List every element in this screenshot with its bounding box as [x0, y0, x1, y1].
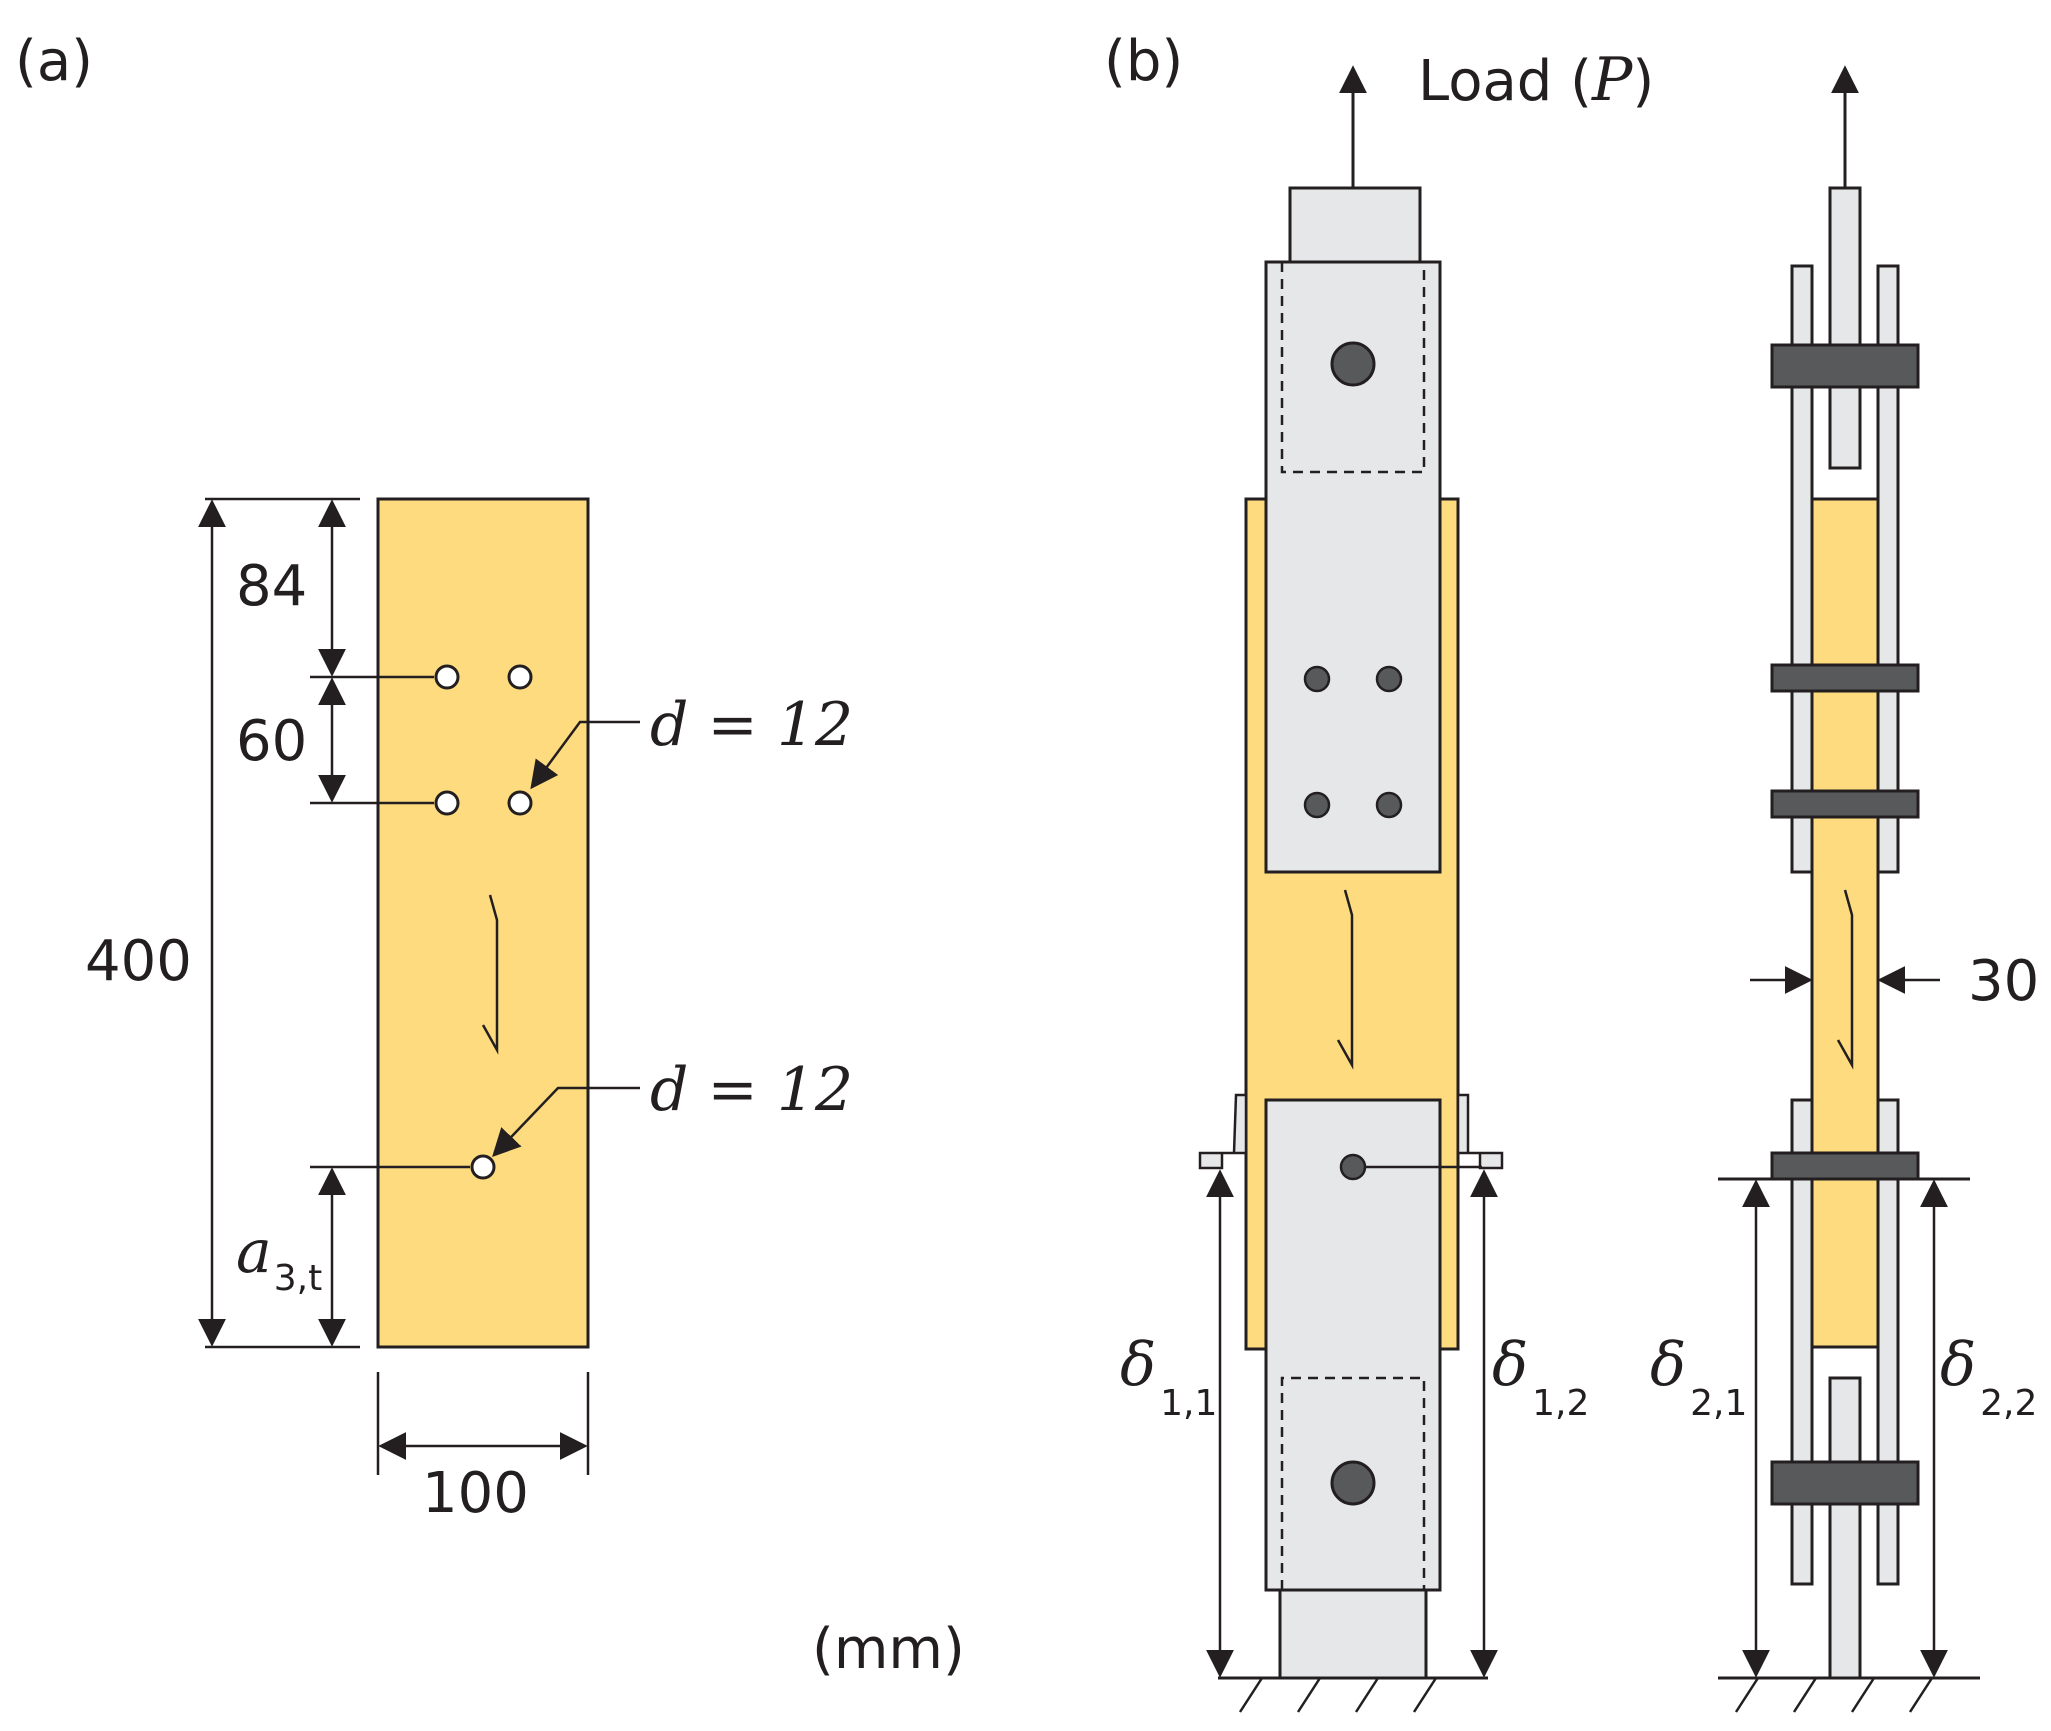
hole-diameter-label: d = 12: [650, 1055, 853, 1125]
delta-2-1-label: δ2,1: [1650, 1330, 1747, 1424]
units-label: (mm): [812, 1617, 965, 1682]
delta-subscript: 1,2: [1532, 1383, 1589, 1424]
hidden-grip-outline: [1280, 1376, 1426, 1590]
side-plate: [1790, 264, 1814, 874]
dim-length-label: 400: [85, 929, 192, 994]
lvdt-bracket-right: [1456, 1093, 1504, 1170]
bolt-hole: [507, 664, 533, 690]
delta-subscript: 1,1: [1160, 1383, 1217, 1424]
grain-direction-icon: [481, 894, 499, 1055]
delta-symbol: δ: [1650, 1330, 1686, 1400]
clamp-bar: [1770, 1151, 1920, 1181]
bolt-hole: [470, 1154, 496, 1180]
hole-diameter-text: d = 12: [650, 1055, 853, 1125]
dim-spacing-label: 60: [236, 709, 307, 774]
bolt: [1303, 791, 1331, 819]
hidden-grip-outline: [1280, 262, 1426, 474]
load-label-text: Load (: [1418, 49, 1592, 114]
panel-b-label: (b): [1104, 29, 1183, 94]
delta-symbol: δ: [1120, 1330, 1156, 1400]
bottom-grip: [1278, 1588, 1428, 1680]
panel-a-label: (a): [15, 29, 93, 94]
delta-subscript: 2,1: [1690, 1383, 1747, 1424]
grip-pin: [1330, 1460, 1376, 1506]
top-rod: [1828, 186, 1862, 470]
hole-leader: [530, 720, 640, 790]
hole-diameter-text: d = 12: [650, 690, 853, 760]
hole-diameter-label: d = 12: [650, 690, 853, 760]
end-distance-subscript: 3,t: [274, 1258, 322, 1299]
load-symbol: P: [1591, 45, 1634, 115]
delta-subscript: 2,2: [1980, 1383, 2037, 1424]
clamp-bar: [1770, 663, 1920, 693]
bottom-rod: [1828, 1376, 1862, 1680]
bolt: [1375, 665, 1403, 693]
timber-specimen: [376, 497, 590, 1349]
bolt: [1303, 665, 1331, 693]
bolt-hole: [434, 790, 460, 816]
timber-specimen-side: [1810, 497, 1880, 1349]
dim-width-label: 100: [422, 1461, 529, 1526]
side-plate: [1876, 264, 1900, 874]
panel-a: (a) 84 60 400: [15, 29, 965, 1682]
ground-hatch: [1734, 1677, 1934, 1713]
delta-symbol: δ: [1492, 1330, 1528, 1400]
dim-top-label: 84: [236, 554, 307, 619]
top-grip: [1288, 186, 1422, 264]
bolt: [1339, 1153, 1367, 1181]
bolt: [1375, 791, 1403, 819]
grain-direction-icon: [1336, 889, 1354, 1070]
clamp-bar: [1770, 1460, 1920, 1506]
load-label-close: ): [1632, 49, 1654, 114]
extension-lines: [205, 497, 590, 1475]
panel-b-side-view: 30 δ2,1 δ2,2: [1650, 65, 2039, 1713]
ground-hatch: [1238, 1677, 1438, 1713]
end-distance-symbol: a: [236, 1217, 272, 1287]
grip-pin: [1330, 341, 1376, 387]
lvdt-bracket-left: [1198, 1093, 1248, 1170]
load-label: Load (P): [1418, 45, 1654, 115]
bolt-hole: [507, 790, 533, 816]
thickness-label: 30: [1968, 949, 2039, 1014]
bolt-hole: [434, 664, 460, 690]
hole-leader: [492, 1086, 640, 1158]
clamp-bar: [1770, 343, 1920, 389]
delta-2-2-label: δ2,2: [1940, 1330, 2037, 1424]
end-distance-label: a3,t: [236, 1217, 322, 1299]
delta-1-1-label: δ1,1: [1120, 1330, 1217, 1424]
grain-direction-icon: [1836, 889, 1854, 1070]
clamp-bar: [1770, 789, 1920, 819]
panel-b-front-view: (b) Load (P): [1104, 29, 1654, 1713]
delta-symbol: δ: [1940, 1330, 1976, 1400]
delta-1-2-label: δ1,2: [1492, 1330, 1589, 1424]
